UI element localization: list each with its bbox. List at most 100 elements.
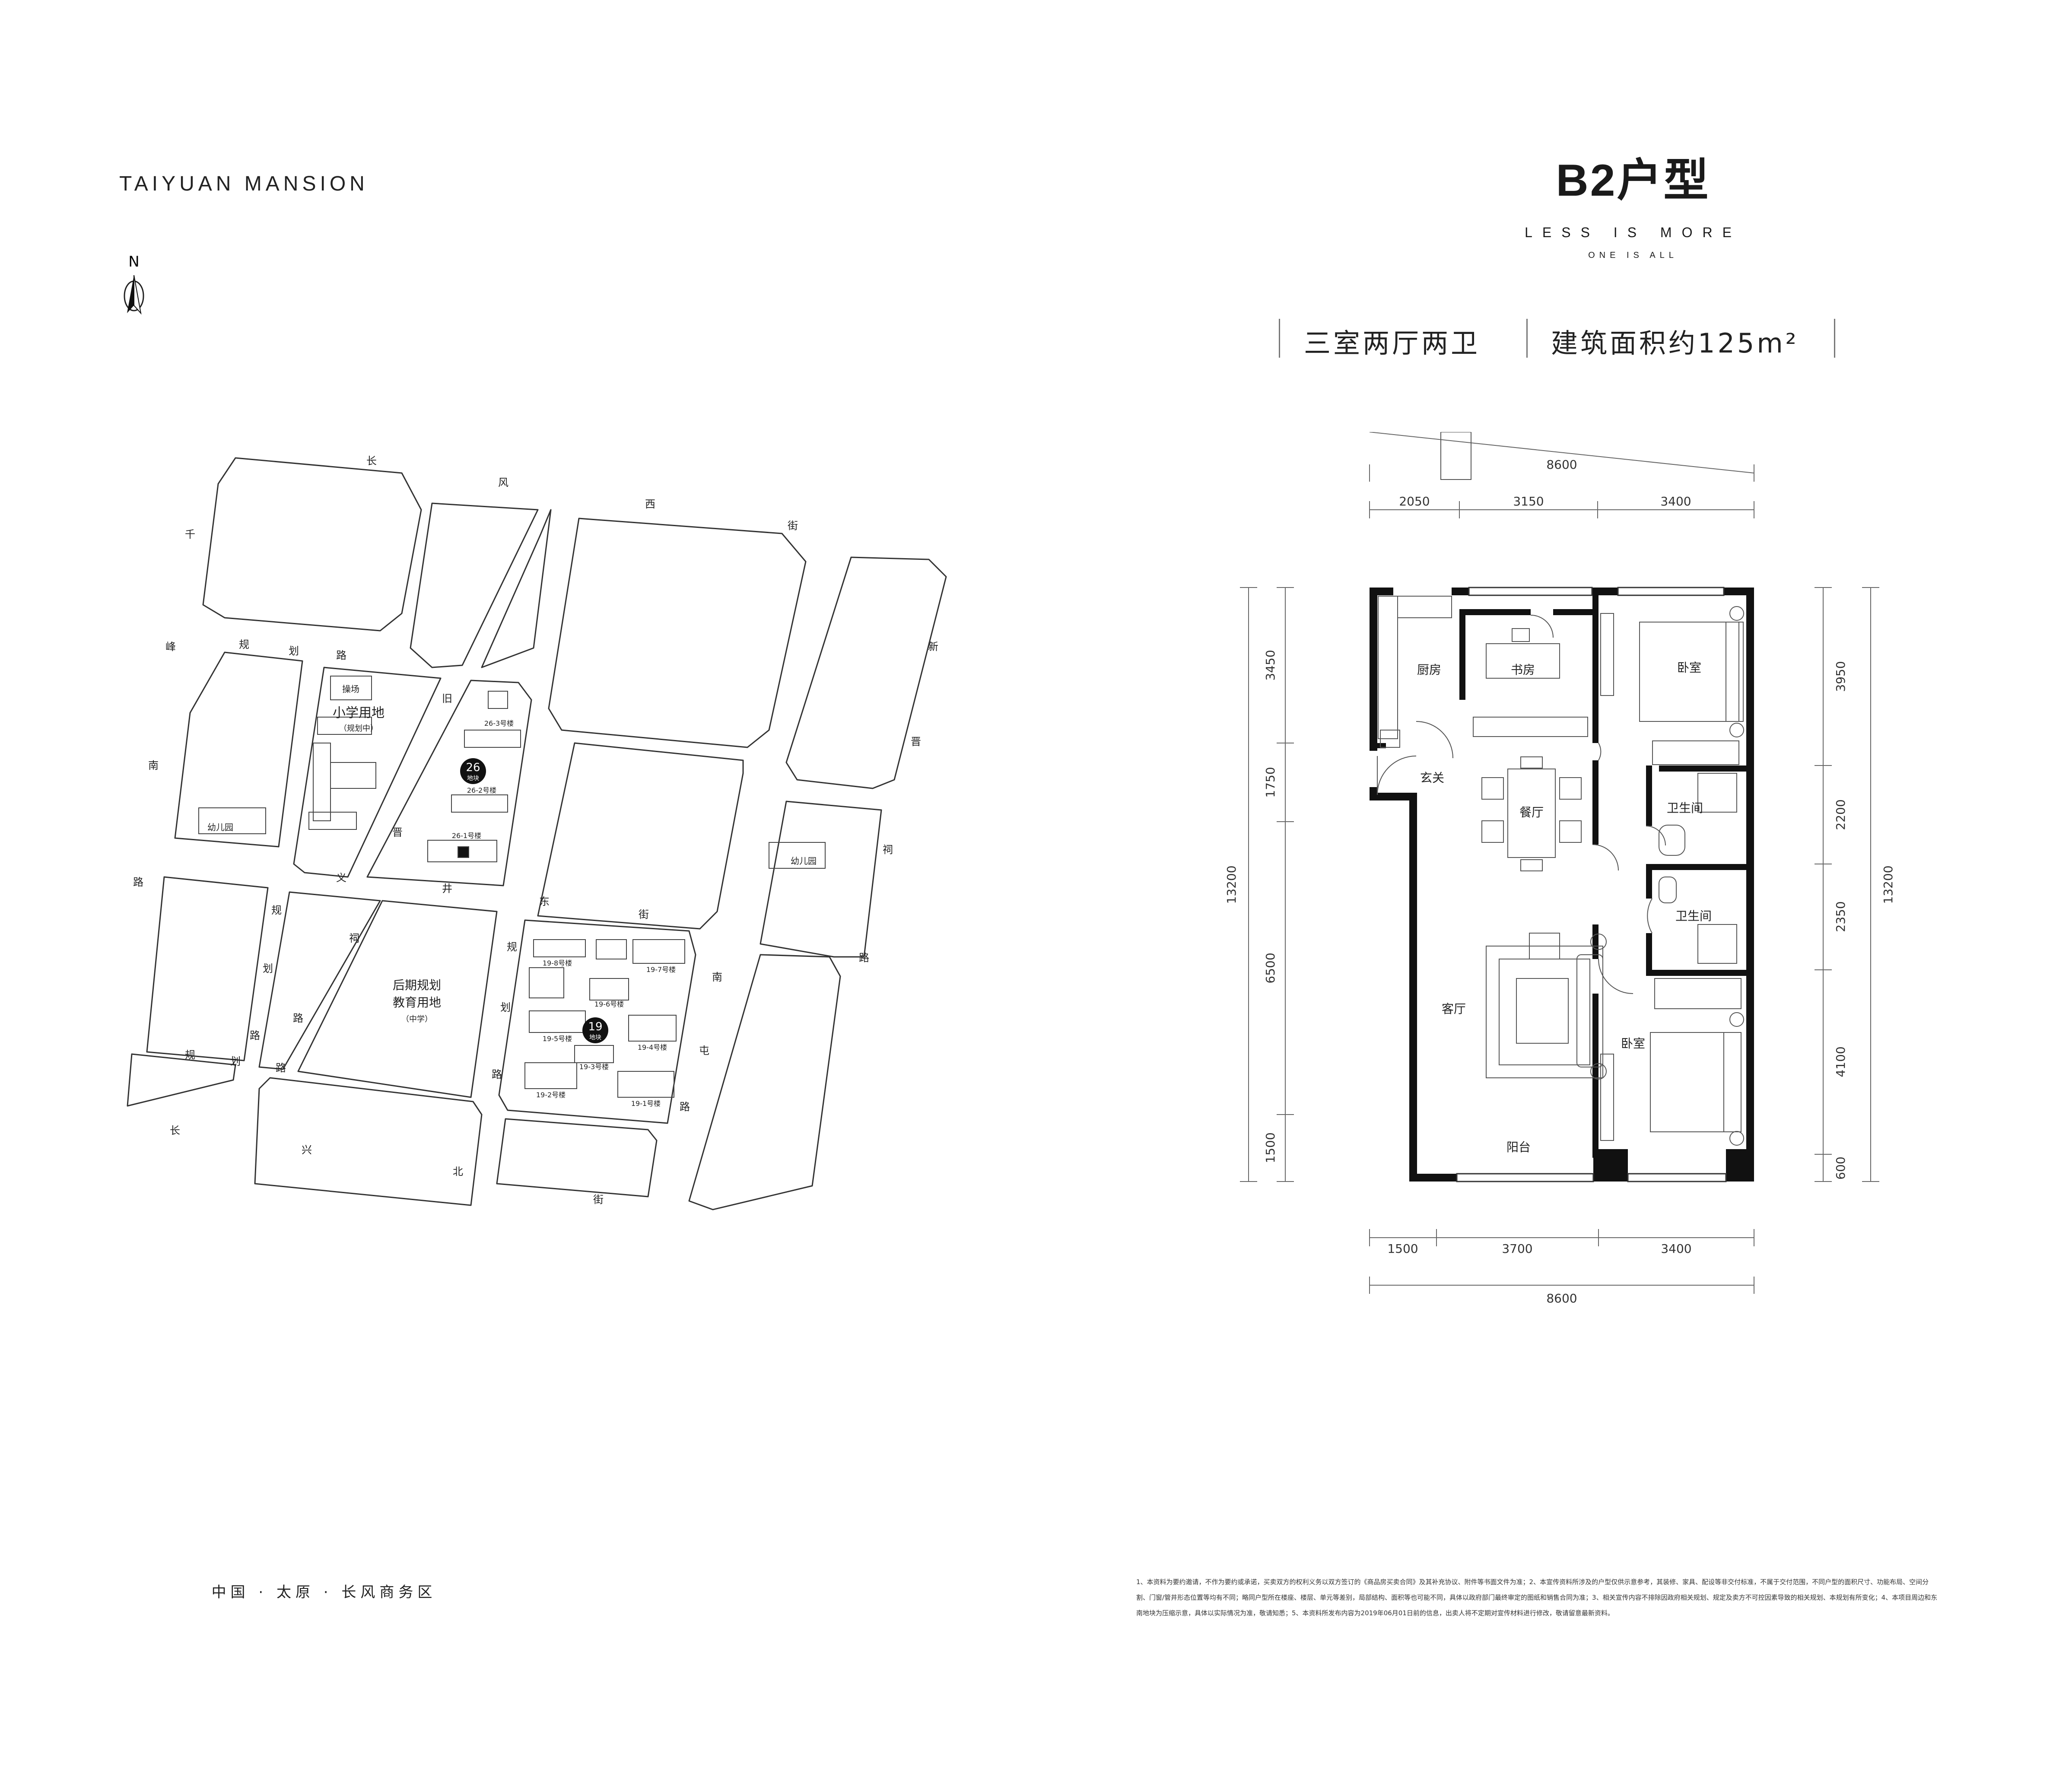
svg-text:19-6号楼: 19-6号楼 — [594, 1000, 624, 1008]
building-labels: 26-3号楼 26-2号楼 26-1号楼 19-8号楼 19-7号楼 19-6号… — [452, 719, 676, 1108]
svg-text:晋: 晋 — [392, 826, 403, 839]
svg-text:兴: 兴 — [302, 1144, 312, 1156]
room-labels: 厨房 书房 卧室 玄关 餐厅 卫生间 卫生间 客厅 卧室 阳台 — [1417, 661, 1712, 1154]
room-balcony: 阳台 — [1506, 1140, 1531, 1154]
svg-text:600: 600 — [1834, 1156, 1848, 1179]
svg-text:划: 划 — [263, 962, 273, 975]
spec-area: 建筑面积约125m² — [1551, 327, 1799, 359]
svg-text:3950: 3950 — [1834, 661, 1848, 692]
svg-text:西: 西 — [645, 498, 655, 510]
svg-text:1500: 1500 — [1263, 1132, 1278, 1163]
svg-text:路: 路 — [293, 1012, 303, 1024]
spec-divider — [1834, 319, 1835, 358]
svg-text:3700: 3700 — [1502, 1242, 1532, 1256]
svg-text:街: 街 — [639, 908, 649, 921]
svg-text:路: 路 — [680, 1101, 690, 1113]
svg-text:新: 新 — [928, 641, 938, 653]
area-caption: 中国 · 太原 · 长风商务区 — [211, 1584, 437, 1601]
spec-divider — [1526, 319, 1528, 358]
svg-text:8600: 8600 — [1546, 1291, 1577, 1305]
school-land-label: 小学用地 — [333, 705, 385, 721]
slogan-main: LESS IS MORE — [1525, 225, 1741, 240]
room-foyer: 玄关 — [1420, 771, 1444, 785]
svg-text:规: 规 — [271, 904, 282, 916]
room-kitchen: 厨房 — [1417, 663, 1441, 677]
spec-divider — [1279, 319, 1280, 358]
svg-text:路: 路 — [276, 1062, 286, 1074]
svg-text:19: 19 — [588, 1020, 602, 1033]
svg-text:南: 南 — [148, 759, 159, 772]
svg-text:26-1号楼: 26-1号楼 — [452, 832, 481, 840]
svg-text:13200: 13200 — [1224, 865, 1239, 904]
edu-land-label: 后期规划 — [393, 978, 441, 992]
north-arrow-icon: N — [124, 253, 144, 315]
svg-text:规: 规 — [185, 1049, 195, 1061]
disclaimer: 1、本资料为要约邀请，不作为要约或承诺，买卖双方的权利义务以双方签订的《商品房买… — [1136, 1578, 1938, 1617]
svg-text:北: 北 — [453, 1166, 463, 1178]
map-block — [496, 1118, 658, 1197]
plot-26-marker: 26 地块 — [460, 758, 486, 784]
svg-text:19-1号楼: 19-1号楼 — [631, 1099, 661, 1108]
svg-text:3450: 3450 — [1263, 650, 1278, 680]
svg-text:19-4号楼: 19-4号楼 — [638, 1043, 667, 1051]
site-map: 长 风 西 街 千 峰 南 路 新 晋 祠 路 义 井 东 街 旧 晋 祠 路 … — [127, 455, 947, 1210]
map-block — [174, 651, 303, 848]
playground-field — [330, 676, 372, 700]
map-block — [688, 954, 841, 1210]
plot-19-block — [498, 919, 696, 1124]
svg-text:规: 规 — [507, 941, 517, 953]
room-bath-1: 卫生间 — [1667, 801, 1703, 815]
brand-title: TAIYUAN MANSION — [119, 172, 369, 195]
map-block — [254, 1077, 483, 1206]
svg-text:2200: 2200 — [1834, 799, 1848, 830]
map-block — [297, 900, 498, 1098]
svg-text:路: 路 — [133, 876, 143, 888]
kindergarten-label: 幼儿园 — [791, 856, 817, 866]
svg-text:风: 风 — [498, 476, 508, 489]
svg-text:旧: 旧 — [442, 692, 452, 705]
map-block — [127, 1053, 236, 1107]
svg-text:19-3号楼: 19-3号楼 — [579, 1063, 609, 1071]
map-block — [202, 457, 422, 632]
svg-text:祠: 祠 — [883, 844, 893, 856]
room-bedroom-south: 卧室 — [1621, 1036, 1645, 1051]
svg-text:千: 千 — [185, 528, 195, 540]
street-labels: 长 风 西 街 千 峰 南 路 新 晋 祠 路 义 井 东 街 旧 晋 祠 路 … — [133, 455, 938, 1206]
svg-text:晋: 晋 — [911, 736, 921, 748]
svg-text:19-7号楼: 19-7号楼 — [646, 966, 676, 974]
svg-text:26-3号楼: 26-3号楼 — [484, 719, 514, 727]
svg-text:26: 26 — [466, 761, 480, 774]
svg-text:祠: 祠 — [349, 932, 359, 944]
svg-text:1750: 1750 — [1263, 767, 1278, 797]
svg-text:19-5号楼: 19-5号楼 — [543, 1035, 572, 1043]
svg-text:6500: 6500 — [1263, 953, 1278, 983]
svg-text:2350: 2350 — [1834, 901, 1848, 932]
svg-text:义: 义 — [336, 872, 346, 884]
svg-text:屯: 屯 — [699, 1045, 709, 1057]
svg-text:街: 街 — [788, 520, 798, 532]
edu-land-label: 教育用地 — [393, 995, 441, 1010]
svg-text:路: 路 — [492, 1068, 502, 1080]
svg-text:地块: 地块 — [589, 1034, 601, 1041]
svg-text:地块: 地块 — [467, 775, 479, 782]
svg-text:3400: 3400 — [1660, 494, 1691, 508]
room-living: 客厅 — [1442, 1002, 1466, 1016]
svg-text:2050: 2050 — [1399, 494, 1430, 508]
edu-note-label: （中学） — [401, 1015, 432, 1024]
floor-plan: 8600 2050 3150 3400 1500 3700 3400 8600 … — [1224, 432, 1895, 1305]
svg-text:东: 东 — [539, 896, 550, 908]
plot-19-marker: 19 地块 — [582, 1017, 608, 1043]
svg-text:26-2号楼: 26-2号楼 — [467, 786, 496, 794]
map-block — [760, 800, 882, 958]
kindergarten-label: 幼儿园 — [207, 822, 233, 832]
map-block — [366, 680, 532, 886]
svg-text:路: 路 — [859, 952, 869, 964]
svg-text:规: 规 — [239, 638, 249, 651]
svg-text:长: 长 — [366, 455, 377, 467]
svg-text:19-8号楼: 19-8号楼 — [543, 959, 572, 967]
playground-label: 操场 — [342, 684, 359, 694]
svg-text:13200: 13200 — [1881, 865, 1895, 904]
map-block — [548, 518, 807, 748]
svg-text:井: 井 — [442, 883, 452, 895]
school-note-label: （规划中） — [339, 724, 378, 733]
